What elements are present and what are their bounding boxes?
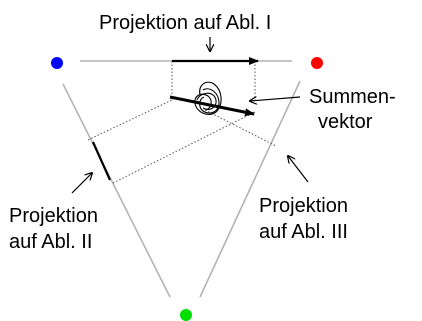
label-proj-3-line1: Projektion: [259, 195, 348, 217]
projection-lead-2-arrow: [91, 141, 112, 181]
label-arrow-proj-2: [71, 173, 92, 194]
label-arrow-proj-3: [288, 156, 309, 183]
triangle: [62, 60, 301, 298]
label-summen: Summen-: [309, 86, 396, 108]
electrode-red: [311, 57, 323, 69]
projection-guide: [112, 111, 256, 184]
electrode-blue: [51, 57, 63, 69]
projection-guide: [204, 109, 277, 147]
label-arrow-summenvektor: [250, 96, 301, 101]
lead-3-line: [199, 80, 301, 298]
lead-2-line: [62, 83, 171, 298]
label-proj-1: Projektion auf Abl. I: [99, 12, 271, 34]
electrode-green: [180, 309, 192, 321]
vector-loop: [194, 81, 222, 115]
projection-guides: [87, 61, 277, 184]
sum-vector-arrow: [169, 95, 255, 117]
label-proj-2-line1: Projektion: [9, 205, 98, 227]
projection-guide: [87, 99, 173, 141]
label-proj-3-line2: auf Abl. III: [259, 221, 348, 243]
label-proj-2-line2: auf Abl. II: [9, 231, 92, 253]
label-vektor: vektor: [318, 111, 373, 133]
